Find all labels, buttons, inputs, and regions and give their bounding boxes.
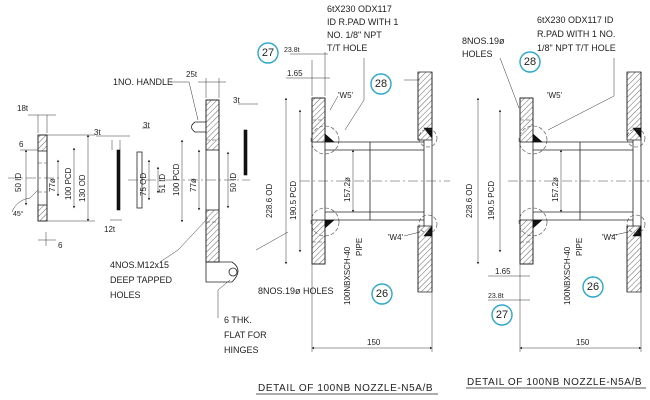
svg-text:6tX230 ODX117 ID: 6tX230 ODX117 ID: [537, 15, 614, 25]
hinge-pin-hole: [228, 267, 238, 277]
svg-text:26: 26: [587, 281, 599, 293]
nozzle-left-dim-157-2-dia: 157.2ø: [343, 177, 352, 202]
nozzle-left-dim-1-65: 1.65: [287, 69, 303, 78]
nozzle-left-title: DETAIL OF 100NB NOZZLE-N5A/B: [258, 383, 433, 394]
svg-text:4NOS.M12x15: 4NOS.M12x15: [110, 260, 169, 270]
handle-flange-hatch-top: [205, 99, 220, 151]
tapped-holes-note: 4NOS.M12x15 DEEP TAPPED HOLES: [110, 260, 173, 300]
dim-77-dia-2: 77ø: [189, 178, 198, 192]
dim-12t: 12t: [104, 225, 116, 234]
svg-text:NO. 1/8" NPT: NO. 1/8" NPT: [327, 30, 382, 40]
flange-hatch-bottom: [37, 204, 48, 222]
dim-45-deg: 45°: [13, 210, 24, 218]
nozzle-left-len-150: 150: [367, 338, 381, 347]
nozzle-left-bubble-27: [257, 42, 279, 64]
nozzle-right-dim-1-65: 1.65: [495, 267, 511, 276]
nozzle-left-bubble-26: [371, 283, 393, 305]
handle-label: 1NO. HANDLE: [113, 77, 173, 87]
svg-text:HINGES: HINGES: [224, 345, 259, 355]
nozzle-right-shell: [626, 71, 642, 293]
dim-50-id-2: 50 ID: [229, 173, 238, 192]
dim-18t: 18t: [17, 104, 29, 113]
dim-3t-c: 3t: [233, 96, 240, 105]
gasket-parts: [96, 127, 170, 221]
nozzle-left-pipe-word: PIPE: [355, 238, 364, 256]
dim-3t-a: 3t: [94, 128, 101, 137]
svg-text:FLAT FOR: FLAT FOR: [224, 330, 267, 340]
dim-3t-b: 3t: [143, 121, 150, 130]
nozzle-right-pad-note: 6tX230 ODX117 ID R.PAD WITH 1 NO. 1/8" N…: [537, 15, 616, 53]
svg-text:T/T HOLE: T/T HOLE: [327, 43, 367, 53]
nozzle-right-dim-157-2-dia: 157.2ø: [551, 177, 560, 202]
blind-flange-part: [8, 114, 95, 246]
nozzle-left-dim-23-8t: 23.8t: [284, 47, 300, 54]
svg-text:28: 28: [375, 78, 387, 90]
dim-77-dia: 77ø: [48, 178, 57, 192]
nozzle-left-dim-228-6-od: 228.6 OD: [265, 184, 274, 218]
nozzle-left-pipe-label: 100NBXSCH-40: [343, 246, 352, 305]
svg-text:R.PAD WITH 1 NO.: R.PAD WITH 1 NO.: [537, 29, 615, 39]
handle: [191, 121, 206, 133]
dim-100-pcd: 100 PCD: [64, 167, 73, 200]
handle-flange-part: [159, 78, 258, 318]
nozzle-left-weld-w5: 'W5': [338, 91, 354, 100]
hinge-lug: [205, 261, 239, 283]
dim-6-top: 6: [19, 140, 24, 149]
dim-50-id: 50 ID: [14, 173, 23, 192]
svg-text:27: 27: [262, 47, 274, 59]
svg-text:8NOS.19ø: 8NOS.19ø: [462, 36, 505, 46]
nozzle-right-bubble-27: [491, 304, 513, 326]
svg-text:6 THK.: 6 THK.: [224, 315, 252, 325]
dim-130-od: 130 OD: [78, 174, 87, 202]
flange-hatch-top: [37, 134, 48, 152]
dim-51-id: 51 ID: [158, 174, 167, 193]
nozzle-right-drawing: [466, 57, 650, 389]
nozzle-right-dim-23-8t: 23.8t: [488, 293, 504, 300]
nozzle-right-pipe-word: PIPE: [575, 238, 584, 256]
dim-100-pcd-2: 100 PCD: [172, 163, 181, 196]
nozzle-left-weld-w4: 'W4': [388, 233, 404, 242]
nozzle-right-pipe-label: 100NBXSCH-40: [563, 246, 572, 305]
nozzle-right-dim-228-6-od: 228.6 OD: [465, 184, 474, 218]
nozzle-right-weld-w4: 'W4': [602, 233, 618, 242]
nozzle-left-holes-label: 8NOS.19ø HOLES: [258, 286, 334, 296]
handle-flange-hatch-bottom: [205, 209, 220, 263]
svg-text:6tX230 ODX117: 6tX230 ODX117: [327, 4, 392, 14]
svg-text:HOLES: HOLES: [462, 49, 493, 59]
gasket-thin: [116, 149, 121, 211]
nozzle-right-title: DETAIL OF 100NB NOZZLE-N5A/B: [467, 377, 642, 388]
svg-text:DEEP TAPPED: DEEP TAPPED: [110, 275, 173, 285]
svg-text:ID R.PAD WITH 1: ID R.PAD WITH 1: [327, 17, 398, 27]
nozzle-right-weld-w5: 'W5': [547, 91, 563, 100]
nozzle-left-bubble-28: [370, 73, 392, 95]
svg-text:28: 28: [524, 56, 536, 68]
svg-text:27: 27: [496, 309, 508, 321]
nozzle-left-dim-190-5-pcd: 190.5 PCD: [289, 181, 298, 220]
nozzle-left-pad-note: 6tX230 ODX117 ID R.PAD WITH 1 NO. 1/8" N…: [327, 4, 398, 53]
nozzle-right-dim-190-5-pcd: 190.5 PCD: [487, 181, 496, 220]
dim-25t: 25t: [186, 70, 198, 79]
nozzle-left-shell: [417, 71, 433, 293]
nozzle-right-len-150: 150: [576, 338, 590, 347]
nozzle-right-bubble-28: [519, 51, 541, 73]
hinge-flat-note: 6 THK. FLAT FOR HINGES: [224, 315, 267, 355]
nozzle-left-drawing: [255, 52, 450, 395]
nozzle-right-holes-note: 8NOS.19ø HOLES: [462, 36, 505, 59]
svg-text:26: 26: [376, 288, 388, 300]
svg-text:HOLES: HOLES: [110, 290, 141, 300]
svg-text:1/8" NPT T/T HOLE: 1/8" NPT T/T HOLE: [537, 43, 616, 53]
nozzle-right-bubble-26: [582, 276, 604, 298]
thin-plate: [243, 129, 248, 176]
dim-75-od: 75 OD: [139, 173, 148, 196]
dim-6-bottom: 6: [58, 241, 63, 250]
